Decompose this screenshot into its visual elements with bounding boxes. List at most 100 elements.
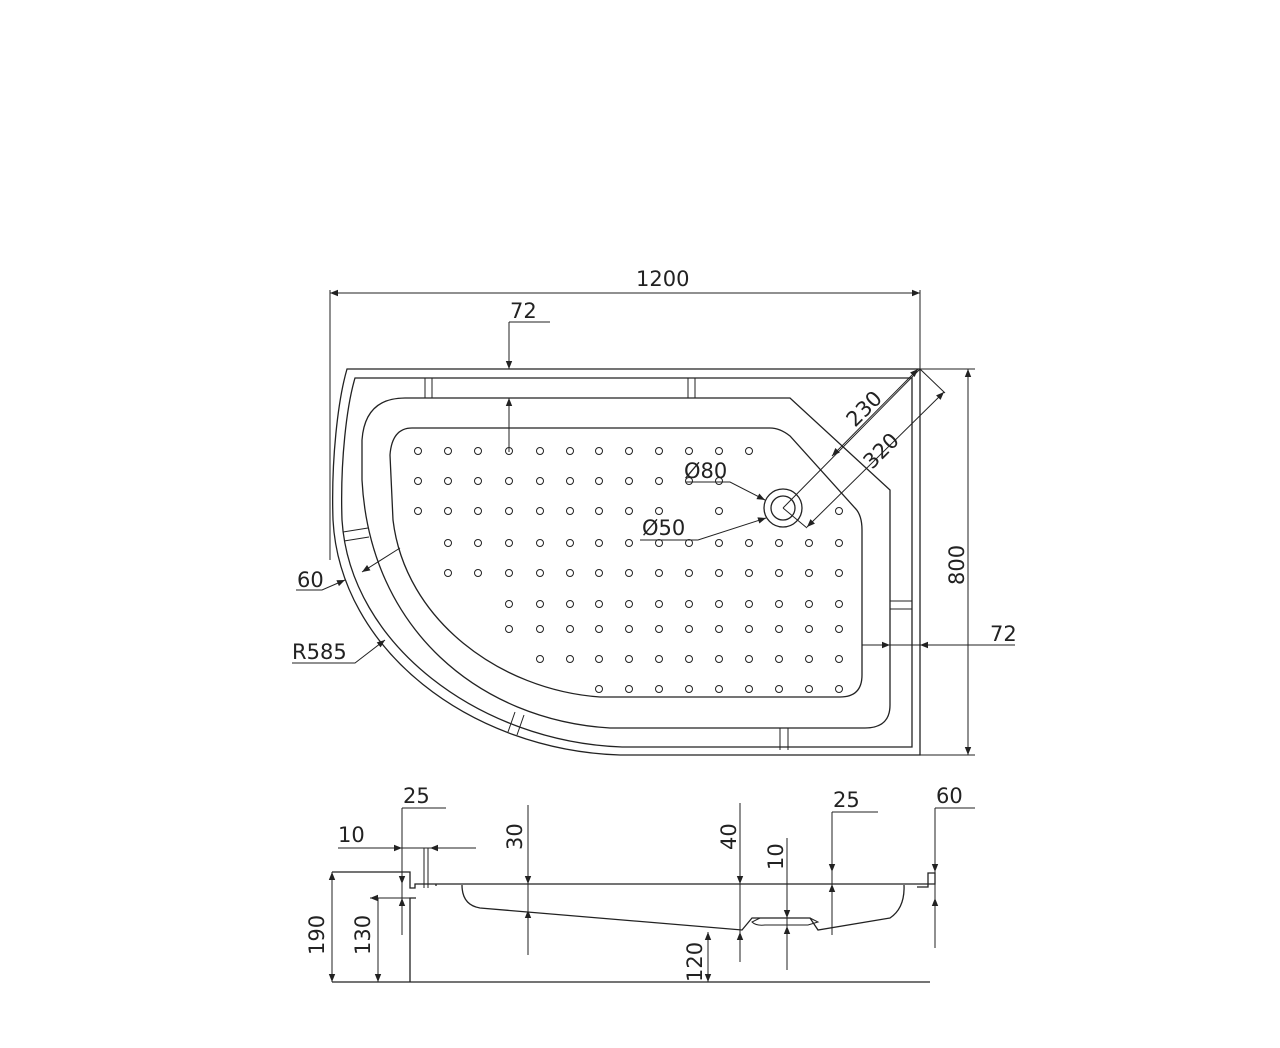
anti-slip-dot <box>536 655 544 663</box>
dim-right-rim: 72 <box>990 622 1017 646</box>
anti-slip-dot <box>444 507 452 515</box>
anti-slip-dot <box>805 539 813 547</box>
anti-slip-dot <box>805 600 813 608</box>
anti-slip-dot <box>835 600 843 608</box>
anti-slip-dot <box>805 655 813 663</box>
anti-slip-dot <box>805 625 813 633</box>
dim-foot-height: 120 <box>683 942 707 982</box>
anti-slip-dot <box>536 625 544 633</box>
anti-slip-dot <box>505 477 513 485</box>
anti-slip-dot <box>745 447 753 455</box>
tray-outer-rim <box>341 377 913 748</box>
anti-slip-dot <box>566 447 574 455</box>
anti-slip-dot <box>655 655 663 663</box>
anti-slip-dot <box>835 625 843 633</box>
tray-outer-outline <box>332 368 921 756</box>
anti-slip-dot <box>655 539 663 547</box>
anti-slip-dot <box>595 447 603 455</box>
anti-slip-dot <box>745 685 753 693</box>
anti-slip-dot <box>625 600 633 608</box>
support-ribs <box>342 378 912 750</box>
anti-slip-dot <box>835 539 843 547</box>
anti-slip-dot <box>625 685 633 693</box>
anti-slip-dot <box>745 569 753 577</box>
section-view: 190 130 10 25 30 120 40 10 2 <box>305 784 975 982</box>
anti-slip-dot <box>625 569 633 577</box>
anti-slip-dot <box>595 507 603 515</box>
bowl-floor <box>389 427 863 698</box>
anti-slip-dot <box>505 625 513 633</box>
anti-slip-dot <box>414 507 422 515</box>
anti-slip-dot <box>685 625 693 633</box>
anti-slip-dot <box>566 477 574 485</box>
anti-slip-dot <box>685 569 693 577</box>
anti-slip-dot <box>655 477 663 485</box>
plan-view: 1200 72 800 72 230 320 Ø80 Ø50 60 R585 <box>292 267 1017 756</box>
anti-slip-dot <box>625 539 633 547</box>
dim-body-height: 130 <box>351 915 375 955</box>
anti-slip-dot <box>715 477 723 485</box>
anti-slip-dot <box>474 507 482 515</box>
anti-slip-dot <box>775 625 783 633</box>
anti-slip-dot <box>566 625 574 633</box>
anti-slip-dot <box>595 655 603 663</box>
anti-slip-dot <box>625 625 633 633</box>
anti-slip-dot <box>835 655 843 663</box>
anti-slip-dot <box>536 539 544 547</box>
section-profile <box>332 871 936 931</box>
anti-slip-dot <box>414 477 422 485</box>
anti-slip-dot <box>715 600 723 608</box>
anti-slip-dot <box>414 447 422 455</box>
dim-lip-60: 60 <box>936 784 963 808</box>
anti-slip-dot <box>505 569 513 577</box>
anti-slip-dot <box>775 655 783 663</box>
dim-outer-drain: Ø80 <box>684 459 727 483</box>
anti-slip-dots <box>414 447 843 693</box>
anti-slip-dot <box>566 539 574 547</box>
anti-slip-dot <box>715 569 723 577</box>
anti-slip-dot <box>536 447 544 455</box>
anti-slip-dot <box>444 447 452 455</box>
dim-depth-30: 30 <box>503 823 527 850</box>
dim-radius: R585 <box>292 640 347 664</box>
anti-slip-dot <box>655 507 663 515</box>
anti-slip-dot <box>745 655 753 663</box>
dim-depth: 800 <box>945 545 969 585</box>
anti-slip-dot <box>835 569 843 577</box>
anti-slip-dot <box>444 539 452 547</box>
anti-slip-dot <box>536 600 544 608</box>
anti-slip-dot <box>775 600 783 608</box>
anti-slip-dot <box>685 447 693 455</box>
anti-slip-dot <box>595 685 603 693</box>
anti-slip-dot <box>715 685 723 693</box>
anti-slip-dot <box>775 539 783 547</box>
anti-slip-dot <box>474 569 482 577</box>
anti-slip-dot <box>505 507 513 515</box>
anti-slip-dot <box>805 685 813 693</box>
anti-slip-dot <box>625 477 633 485</box>
dim-top-rim: 72 <box>510 299 537 323</box>
bowl-rim <box>361 397 891 729</box>
anti-slip-dot <box>595 569 603 577</box>
anti-slip-dot <box>566 569 574 577</box>
anti-slip-dot <box>474 477 482 485</box>
anti-slip-dot <box>625 507 633 515</box>
anti-slip-dot <box>835 685 843 693</box>
drain-outer <box>763 488 803 528</box>
anti-slip-dot <box>805 569 813 577</box>
anti-slip-dot <box>566 507 574 515</box>
anti-slip-dot <box>715 539 723 547</box>
anti-slip-dot <box>745 600 753 608</box>
dim-lip-10: 10 <box>338 823 365 847</box>
anti-slip-dot <box>444 477 452 485</box>
anti-slip-dot <box>655 685 663 693</box>
anti-slip-dot <box>595 539 603 547</box>
dim-radius-rim: 60 <box>297 568 324 592</box>
anti-slip-dot <box>745 625 753 633</box>
dim-depth-40: 40 <box>717 823 741 850</box>
anti-slip-dot <box>625 655 633 663</box>
anti-slip-dot <box>505 600 513 608</box>
anti-slip-dot <box>685 600 693 608</box>
anti-slip-dot <box>474 447 482 455</box>
